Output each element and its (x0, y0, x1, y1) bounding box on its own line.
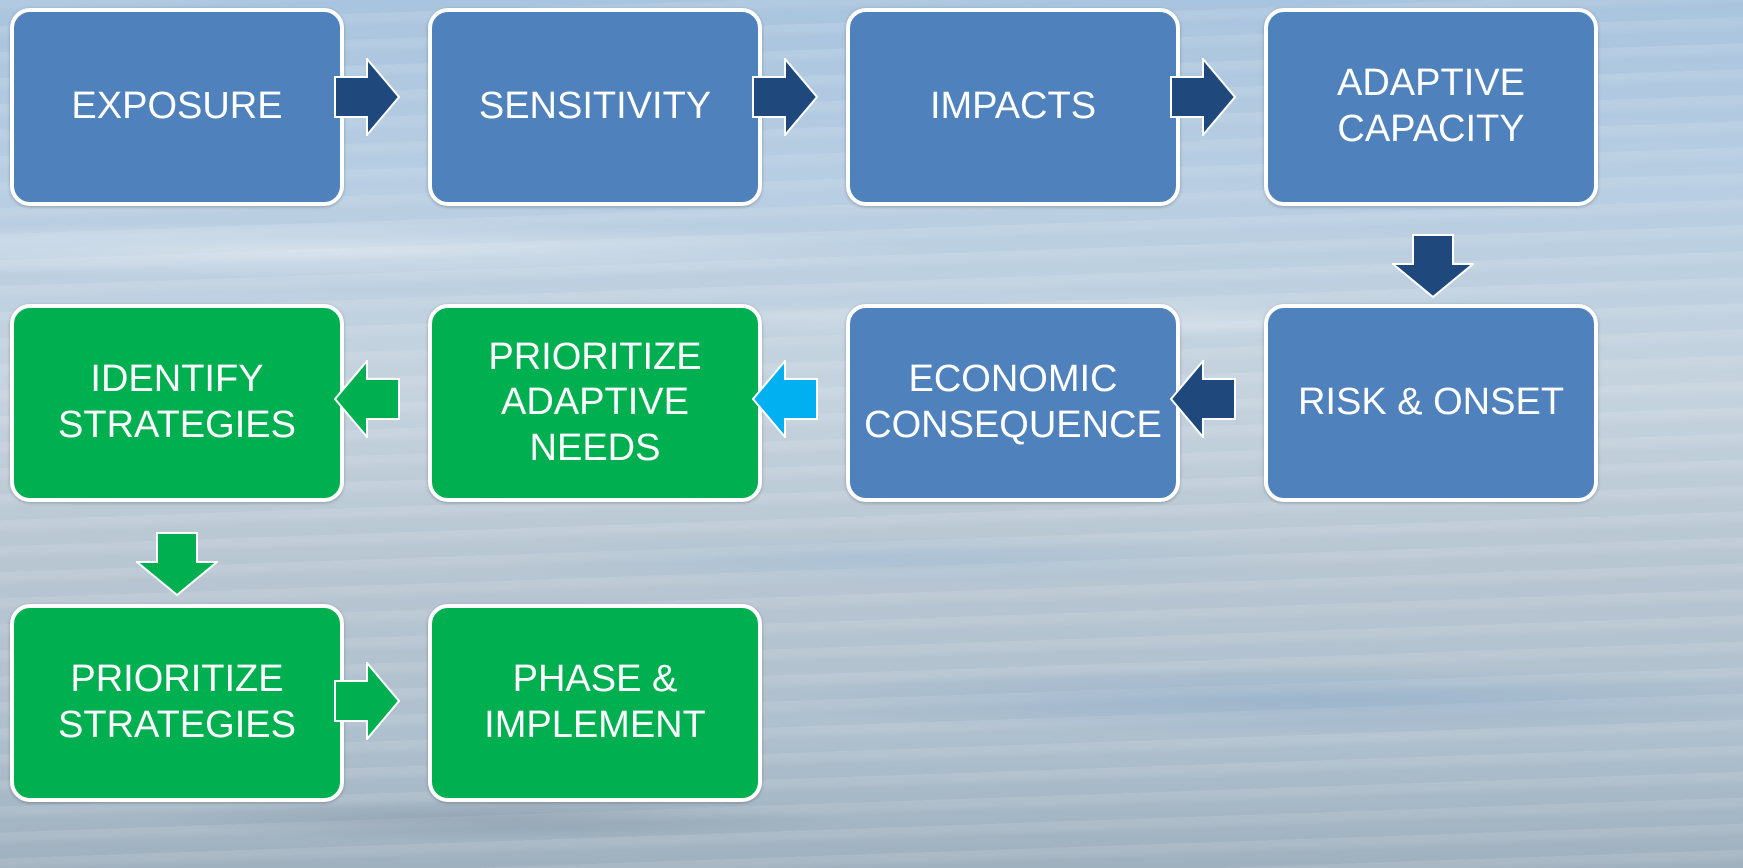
step-prioritize-strategies: PRIORITIZE STRATEGIES (10, 604, 344, 802)
arrow-left-icon (334, 360, 400, 438)
arrow-down-icon (136, 532, 218, 596)
step-adaptive-capacity: ADAPTIVE CAPACITY (1264, 8, 1598, 206)
arrow-right-icon (334, 58, 400, 136)
step-impacts: IMPACTS (846, 8, 1180, 206)
step-economic-consequence: ECONOMIC CONSEQUENCE (846, 304, 1180, 502)
arrow-right-icon (334, 662, 400, 740)
step-prioritize-adaptive-needs: PRIORITIZE ADAPTIVE NEEDS (428, 304, 762, 502)
step-identify-strategies: IDENTIFY STRATEGIES (10, 304, 344, 502)
step-exposure: EXPOSURE (10, 8, 344, 206)
step-sensitivity: SENSITIVITY (428, 8, 762, 206)
arrow-left-icon (1170, 360, 1236, 438)
arrow-left-icon (752, 360, 818, 438)
arrow-down-icon (1392, 234, 1474, 298)
step-risk-onset: RISK & ONSET (1264, 304, 1598, 502)
arrow-right-icon (752, 58, 818, 136)
arrow-right-icon (1170, 58, 1236, 136)
step-phase-implement: PHASE & IMPLEMENT (428, 604, 762, 802)
